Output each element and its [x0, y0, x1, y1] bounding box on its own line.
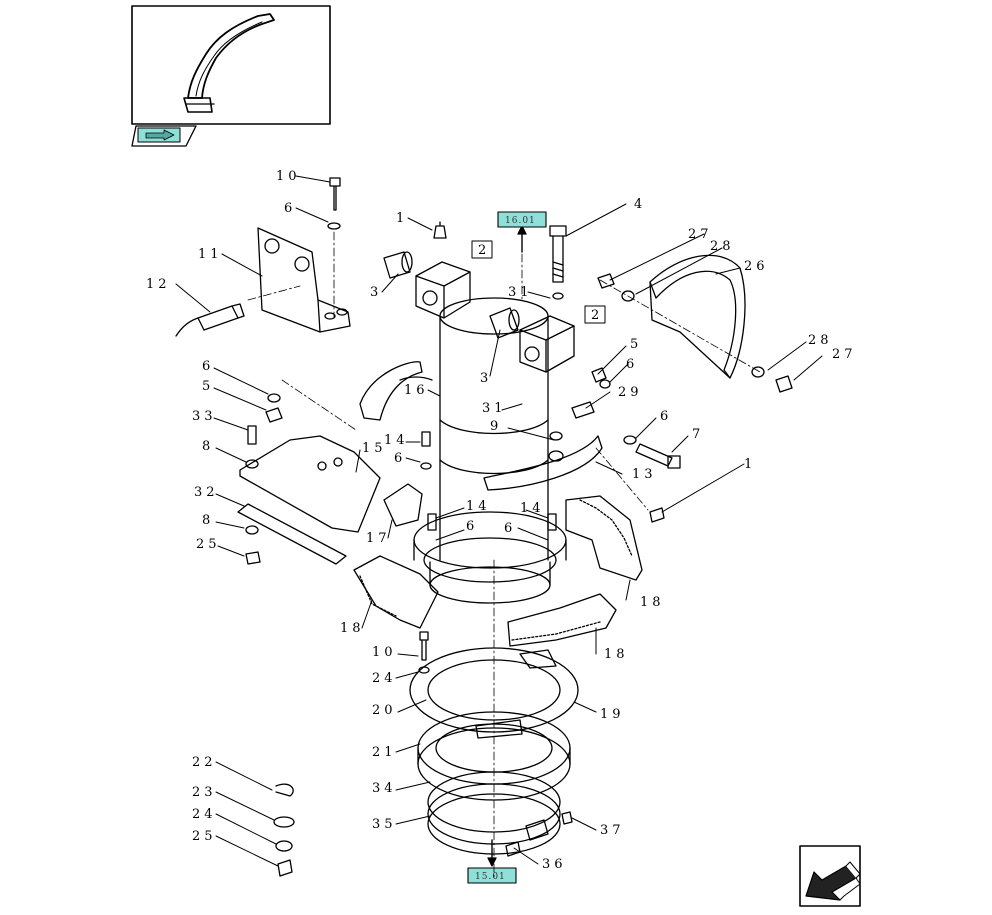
overview-thumbnail — [131, 5, 331, 125]
callout-c6b: 6 — [626, 357, 638, 372]
callout-c23: 23 — [192, 785, 217, 800]
leader-lines — [175, 175, 823, 867]
callout-c11: 11 — [198, 247, 223, 262]
callout-c17: 17 — [366, 531, 391, 546]
callout-c33: 33 — [192, 409, 217, 424]
callout-c26: 26 — [744, 259, 769, 274]
callout-c16: 16 — [404, 383, 429, 398]
callout-labels: 10 6 11 12 1 3 4 27 28 26 31 3 5 6 28 27… — [146, 169, 857, 872]
callout-c15: 15 — [362, 441, 387, 456]
callout-c1a: 1 — [396, 211, 408, 226]
callout-c31b: 31 — [482, 401, 507, 416]
callout-c3a: 3 — [370, 285, 382, 300]
parts-line-art — [175, 177, 793, 877]
svg-text:2: 2 — [591, 308, 603, 323]
callout-c5b: 5 — [202, 379, 214, 394]
callout-c29: 29 — [618, 385, 643, 400]
callout-c25a: 25 — [196, 537, 221, 552]
callout-c10b: 10 — [372, 645, 397, 660]
callout-c5a: 5 — [630, 337, 642, 352]
callout-c3b: 3 — [480, 371, 492, 386]
callout-c28b: 28 — [808, 333, 833, 348]
callout-c13: 13 — [632, 467, 657, 482]
callout-c14b: 14 — [466, 499, 491, 514]
ref-tag-bottom-label: 15.01 — [475, 872, 506, 882]
callout-c9: 9 — [490, 419, 502, 434]
callout-c27a: 27 — [688, 227, 713, 242]
boxed-number-b: 2 — [584, 305, 606, 324]
callout-c37: 37 — [600, 823, 625, 838]
callout-c24a: 24 — [372, 671, 397, 686]
callout-c21: 21 — [372, 745, 397, 760]
callout-c12: 12 — [146, 277, 171, 292]
svg-text:2: 2 — [478, 243, 490, 258]
callout-c14a: 14 — [384, 433, 409, 448]
thumbnail-nav-button[interactable] — [131, 125, 197, 147]
callout-c31a: 31 — [508, 285, 533, 300]
boxed-number-a: 2 — [471, 240, 493, 259]
callout-c24b: 24 — [192, 807, 217, 822]
callout-c6e: 6 — [394, 451, 406, 466]
callout-c6a: 6 — [284, 201, 296, 216]
callout-c7: 7 — [692, 427, 704, 442]
callout-c36: 36 — [542, 857, 567, 872]
callout-c8a: 8 — [202, 439, 214, 454]
assembly-centerlines — [247, 231, 761, 881]
callout-c34: 34 — [372, 781, 397, 796]
callout-c18a: 18 — [640, 595, 665, 610]
callout-c19: 19 — [600, 707, 625, 722]
callout-c32: 32 — [194, 485, 219, 500]
callout-c6c: 6 — [660, 409, 672, 424]
callout-c1b: 1 — [744, 457, 756, 472]
callout-c27b: 27 — [832, 347, 857, 362]
callout-c18c: 18 — [604, 647, 629, 662]
ref-tag-top-label: 16.01 — [505, 216, 536, 226]
callout-c8b: 8 — [202, 513, 214, 528]
callout-c6f: 6 — [466, 519, 478, 534]
forward-arrow-icon — [145, 129, 175, 141]
callout-c22: 22 — [192, 755, 217, 770]
callout-c20: 20 — [372, 703, 397, 718]
callout-c28a: 28 — [710, 239, 735, 254]
ref-tag-bottom[interactable]: 15.01 — [467, 839, 517, 884]
callout-c35: 35 — [372, 817, 397, 832]
ref-tag-top[interactable]: 16.01 — [497, 211, 547, 253]
callout-c18b: 18 — [340, 621, 365, 636]
callout-c10a: 10 — [276, 169, 301, 184]
back-nav-button[interactable] — [799, 845, 861, 907]
callout-c6d: 6 — [202, 359, 214, 374]
callout-c6g: 6 — [504, 521, 516, 536]
callout-c4: 4 — [634, 197, 646, 212]
callout-c14c: 14 — [520, 501, 545, 516]
callout-c25b: 25 — [192, 829, 217, 844]
